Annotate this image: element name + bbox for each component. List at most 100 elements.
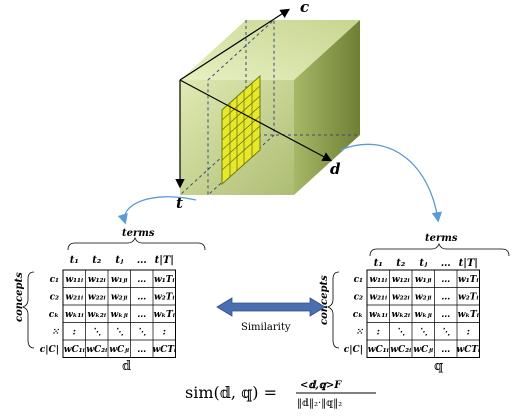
concepts-label: concepts xyxy=(319,275,330,325)
matrix-cell: : xyxy=(467,327,470,337)
column-header: t₂ xyxy=(92,255,102,266)
axis-c-line xyxy=(179,8,291,81)
column-header: t|T| xyxy=(459,258,478,269)
matrix-frame xyxy=(62,269,176,358)
matrix-cell: : xyxy=(163,327,166,337)
curve-arrow-right xyxy=(339,143,443,223)
formula-lhs: sim(𝕕, 𝕢) = xyxy=(185,383,277,402)
matrix-cell: wₖ₁ᵢ xyxy=(369,310,388,320)
slice-grid xyxy=(221,74,261,186)
matrix-cell: wCTᵢ xyxy=(456,345,480,355)
row-label: cₖ xyxy=(49,310,59,320)
matrix-cell: … xyxy=(137,345,146,355)
left-matrix-symbol: 𝕕 xyxy=(122,359,131,374)
axis-c-label: c xyxy=(300,0,309,16)
matrix-cell: w₂ⱼᵢ xyxy=(415,292,432,302)
matrix-cell: w₂ⱼᵢ xyxy=(111,292,128,302)
formula-numerator: <𝕕,𝕢>F xyxy=(300,380,342,391)
matrix-cell: wCⱼᵢ xyxy=(413,345,433,355)
tensor-cube: c t d xyxy=(175,0,360,212)
matrix-cell: w₂₂ᵢ xyxy=(88,292,106,302)
column-header: t₁ xyxy=(374,258,383,269)
matrix-cell: w₁Tᵢ xyxy=(458,275,479,285)
matrix-cell: wCⱼᵢ xyxy=(109,345,129,355)
matrix-cell: … xyxy=(137,292,146,302)
matrix-cell: … xyxy=(137,310,146,320)
matrix-cell: w₂Tᵢ xyxy=(154,292,175,302)
matrix-cell: wₖTᵢ xyxy=(154,310,175,320)
matrix-cell: … xyxy=(137,275,146,285)
terms-brace xyxy=(369,242,510,257)
matrix-cell: … xyxy=(441,275,450,285)
matrix-cell: wₖ₂ᵢ xyxy=(87,310,106,320)
matrix-cell: wₖ₁ᵢ xyxy=(65,310,84,320)
concepts-brace xyxy=(326,271,340,349)
matrix-cell: … xyxy=(441,345,450,355)
similarity-arrow: Similarity xyxy=(216,297,326,333)
matrix-frame xyxy=(366,269,480,358)
terms-label: terms xyxy=(122,228,155,239)
row-label: c₂ xyxy=(354,292,363,302)
cube-top-face xyxy=(180,20,360,80)
concepts-label: concepts xyxy=(14,272,25,322)
row-label: c|C| xyxy=(344,345,363,355)
slice-plane xyxy=(207,18,275,197)
matrix-cell: ⋱ xyxy=(441,327,450,337)
similarity-label: Similarity xyxy=(241,322,291,333)
right-matrix-symbol: 𝕢 xyxy=(434,359,443,374)
column-header: t₁ xyxy=(70,255,79,266)
matrix-cell: ⋱ xyxy=(115,327,124,337)
left-matrix: terms concepts t₁ t₂ tⱼ … t|T| c₁ c₂ cₖ ⁙ c|C| w… xyxy=(14,228,206,374)
matrix-cell: w₁₂ᵢ xyxy=(392,275,410,285)
row-label: c₁ xyxy=(354,275,363,285)
matrix-cell: ⋱ xyxy=(419,327,428,337)
matrix-cell: wₖⱼᵢ xyxy=(111,310,128,320)
row-label: cₖ xyxy=(353,310,363,320)
terms-label: terms xyxy=(425,233,458,244)
matrix-cell: wₖⱼᵢ xyxy=(415,310,432,320)
row-label: c₂ xyxy=(50,292,59,302)
matrix-cell: w₂₂ᵢ xyxy=(392,292,410,302)
row-label: c|C| xyxy=(40,345,59,355)
matrix-cell: w₁₂ᵢ xyxy=(88,275,106,285)
matrix-cell: : xyxy=(73,327,76,337)
double-arrow-icon xyxy=(216,297,326,317)
column-header: tⱼ xyxy=(419,258,428,269)
column-header: t|T| xyxy=(155,255,174,266)
column-header: … xyxy=(441,258,451,269)
matrix-cell: wₖ₂ᵢ xyxy=(391,310,410,320)
matrix-cell: w₂₁ᵢ xyxy=(65,292,83,302)
column-header: tⱼ xyxy=(115,255,124,266)
matrix-cell: wC₂ᵢ xyxy=(86,345,107,355)
matrix-cell: wₖTᵢ xyxy=(458,310,479,320)
matrix-cell: wC₂ᵢ xyxy=(390,345,411,355)
row-label: ⁙ xyxy=(51,327,59,337)
matrix-cell: w₂₁ᵢ xyxy=(369,292,387,302)
curve-arrow-left xyxy=(117,196,197,225)
axis-t-label: t xyxy=(176,194,183,212)
matrix-cell: w₁ⱼᵢ xyxy=(415,275,432,285)
terms-brace xyxy=(67,236,206,251)
matrix-cell: wC₁ᵢ xyxy=(368,345,389,355)
matrix-cell: ⋱ xyxy=(396,327,405,337)
row-label: ⁙ xyxy=(355,327,363,337)
right-matrix: terms concepts t₁ t₂ tⱼ … t|T| c₁ c₂ cₖ ⁙ c|C| w… xyxy=(319,233,510,374)
matrix-cell: wC₁ᵢ xyxy=(64,345,85,355)
matrix-cell: w₁ⱼᵢ xyxy=(111,275,128,285)
column-header: … xyxy=(137,255,147,266)
cube-side-face xyxy=(294,20,360,195)
column-header: t₂ xyxy=(396,258,406,269)
matrix-cell: … xyxy=(441,292,450,302)
row-label: c₁ xyxy=(50,275,59,285)
matrix-cell: w₁Tᵢ xyxy=(154,275,175,285)
matrix-cell: w₁₁ᵢ xyxy=(65,275,83,285)
concepts-brace xyxy=(21,271,35,349)
matrix-cell: … xyxy=(441,310,450,320)
matrix-cell: : xyxy=(377,327,380,337)
matrix-cell: ⋱ xyxy=(92,327,101,337)
formula-denominator: ‖𝕕‖₂·‖𝕢‖₂ xyxy=(297,398,342,409)
axis-d-label: d xyxy=(330,160,341,178)
matrix-cell: w₂Tᵢ xyxy=(458,292,479,302)
similarity-formula: sim(𝕕, 𝕢) = <𝕕,𝕢>F ‖𝕕‖₂·‖𝕢‖₂ xyxy=(185,380,376,409)
